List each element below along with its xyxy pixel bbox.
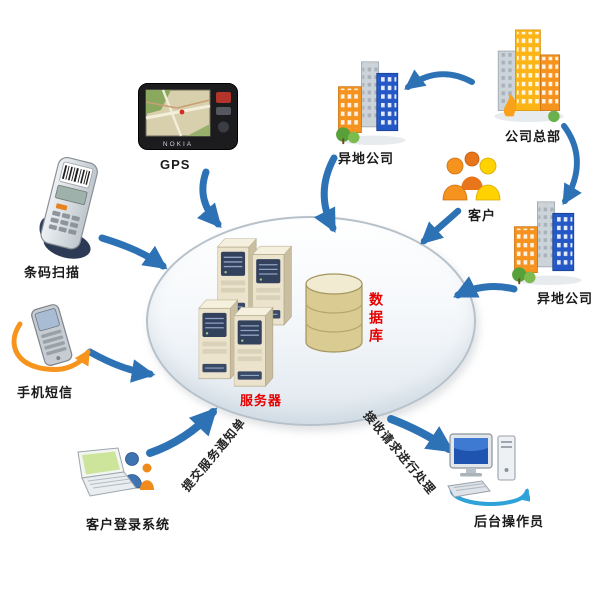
arrow-customer-to-server <box>420 207 462 245</box>
branch-right-buildings-icon <box>511 201 582 286</box>
arrow-server-to-operator <box>387 415 455 453</box>
login-laptop-icon <box>77 447 154 497</box>
scanner-keypad <box>48 210 80 235</box>
arrow-sms-to-server <box>86 348 156 383</box>
sms-label: 手机短信 <box>17 385 74 400</box>
sms-phone-icon <box>11 304 91 372</box>
hq-label: 公司总部 <box>505 129 562 144</box>
database-label: 数据库 <box>368 292 384 346</box>
database-icon <box>305 273 363 353</box>
arrow-barcode-to-server <box>98 234 168 270</box>
branch-top-label: 异地公司 <box>338 151 395 166</box>
gps-label: GPS <box>160 157 191 172</box>
person-blue-icon <box>125 452 139 466</box>
person-orange-icon <box>142 463 152 473</box>
customers-icon <box>442 151 501 201</box>
arrow-hq-to-branch-top <box>404 69 475 90</box>
operator-label: 后台操作员 <box>474 514 545 529</box>
branch-right-label: 异地公司 <box>537 291 594 306</box>
server-label: 服务器 <box>240 393 283 408</box>
hq-buildings-icon <box>493 29 564 123</box>
branch-top-buildings-icon <box>335 61 406 146</box>
operator-computer-icon <box>447 433 530 507</box>
barcode-scanner-icon <box>39 156 98 259</box>
customer-label: 客户 <box>468 208 497 223</box>
arrow-hq-to-branch-right <box>561 123 582 206</box>
arrow-branch-top-to-server <box>314 154 338 233</box>
gps-device-icon: NOKIA <box>138 83 238 150</box>
barcode-lines <box>62 165 91 185</box>
sms-swoosh <box>11 321 91 372</box>
arrow-branch-right-to-server <box>453 276 518 299</box>
login-label: 客户登录系统 <box>86 517 171 532</box>
server-icon <box>198 238 293 387</box>
arrow-gps-to-server <box>197 168 222 229</box>
arrow-login-to-server <box>146 407 218 457</box>
gps-brand-text: NOKIA <box>163 141 193 148</box>
barcode-label: 条码扫描 <box>24 265 81 280</box>
